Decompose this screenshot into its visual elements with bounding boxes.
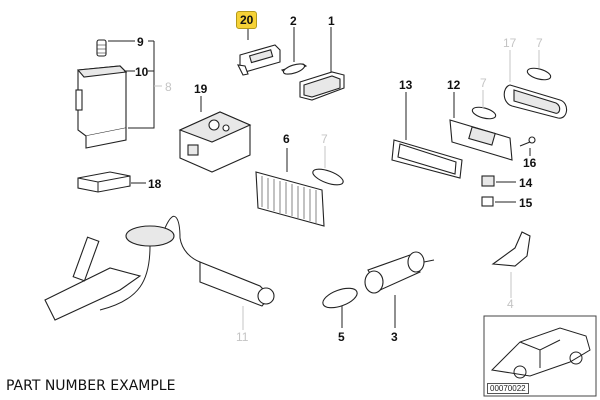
callout-6[interactable]: 6 xyxy=(283,132,290,146)
callout-9[interactable]: 9 xyxy=(137,35,144,49)
callout-11[interactable]: 11 xyxy=(236,330,249,344)
part-7-bulb-b[interactable] xyxy=(471,105,497,121)
part-14-clip[interactable] xyxy=(481,175,495,187)
part-18-block[interactable] xyxy=(77,171,131,193)
part-number-caption: PART NUMBER EXAMPLE xyxy=(6,378,176,394)
part-17-lamp[interactable] xyxy=(503,84,568,119)
callout-1[interactable]: 1 xyxy=(328,14,335,28)
part-7-bulb-c[interactable] xyxy=(526,66,552,82)
callout-16[interactable]: 16 xyxy=(523,156,537,170)
callout-3[interactable]: 3 xyxy=(391,330,398,344)
callout-8[interactable]: 8 xyxy=(165,80,172,94)
part-7-bulb-a[interactable] xyxy=(311,166,345,188)
callout-14[interactable]: 14 xyxy=(519,176,533,190)
part-12-housing[interactable] xyxy=(449,119,513,161)
callout-19[interactable]: 19 xyxy=(194,82,208,96)
callout-10[interactable]: 10 xyxy=(135,65,149,79)
callout-7a[interactable]: 7 xyxy=(321,132,328,146)
part-19-box[interactable] xyxy=(178,111,252,173)
inset-code: 00070022 xyxy=(487,383,529,394)
part-9-bulb[interactable] xyxy=(96,39,107,57)
callout-7c[interactable]: 7 xyxy=(536,36,543,50)
part-5-bulb[interactable] xyxy=(320,284,359,311)
part-16-screw[interactable] xyxy=(519,136,536,147)
part-11-cable-charger[interactable] xyxy=(44,215,275,321)
part-1-lens[interactable] xyxy=(299,71,345,101)
callout-7b[interactable]: 7 xyxy=(480,76,487,90)
callout-17[interactable]: 17 xyxy=(503,36,517,50)
car-inset xyxy=(483,315,597,397)
callout-18[interactable]: 18 xyxy=(148,177,162,191)
part-13-gasket[interactable] xyxy=(391,139,463,179)
part-4-bracket[interactable] xyxy=(491,231,531,267)
part-6-reflector[interactable] xyxy=(255,171,325,227)
part-15-clip[interactable] xyxy=(481,196,494,207)
callout-20[interactable]: 20 xyxy=(236,11,258,29)
callout-12[interactable]: 12 xyxy=(447,78,461,92)
callout-2[interactable]: 2 xyxy=(290,14,297,28)
part-3-socket[interactable] xyxy=(364,251,435,294)
part-2-bulb[interactable] xyxy=(280,62,308,76)
callout-4[interactable]: 4 xyxy=(507,297,514,311)
part-20-switch[interactable] xyxy=(237,44,281,76)
callout-15[interactable]: 15 xyxy=(519,196,533,210)
callout-5[interactable]: 5 xyxy=(338,330,345,344)
part-10-flashlight[interactable] xyxy=(75,65,128,149)
callout-13[interactable]: 13 xyxy=(399,78,413,92)
